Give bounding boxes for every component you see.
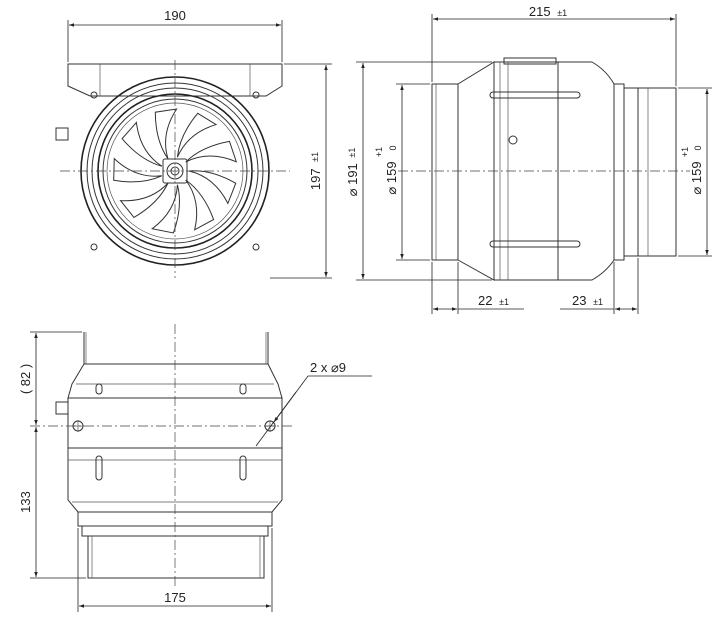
svg-text:23 ±1: 23 ±1 xyxy=(572,293,603,308)
impeller-blade xyxy=(176,112,218,158)
impeller-blade xyxy=(185,140,238,163)
impeller-blade xyxy=(113,157,163,183)
front-view: 190 197 ±1 xyxy=(55,8,332,279)
impeller-blade xyxy=(154,108,178,160)
inlet-dia-label: 159 xyxy=(384,161,399,183)
impeller-blade xyxy=(185,179,215,231)
bottom-spigot xyxy=(87,535,265,579)
housing-dia-tol: ±1 xyxy=(347,148,357,158)
spigot-left-tol: ±1 xyxy=(499,297,509,307)
outlet-dia-prefix: ⌀ xyxy=(689,187,704,195)
cable-gland xyxy=(55,127,69,141)
impeller xyxy=(113,108,238,234)
side-length-label: 215 xyxy=(529,4,551,19)
inlet-tol-lower: 0 xyxy=(388,145,398,150)
svg-text:22 ±1: 22 ±1 xyxy=(478,293,509,308)
bottom-height-label: 133 xyxy=(18,491,33,513)
front-width-label: 190 xyxy=(164,8,186,23)
bracket-offset-label: ( 82 ) xyxy=(18,364,33,394)
side-view: 215 ±1 ⌀ 191 ±1 ⌀ 159 +1 0 ⌀ 159 +1 0 xyxy=(345,4,712,314)
mounting-bracket xyxy=(67,63,283,97)
inlet-tol-upper: +1 xyxy=(374,147,384,157)
svg-text:⌀ 159: ⌀ 159 xyxy=(689,161,704,194)
spigot-right-label: 23 xyxy=(572,293,586,308)
impeller-blade xyxy=(121,121,163,167)
svg-text:197 ±1: 197 ±1 xyxy=(308,152,323,190)
bottom-width-label: 175 xyxy=(164,590,186,605)
spigot-right-tol: ±1 xyxy=(593,297,603,307)
front-height-label: 197 xyxy=(308,168,323,190)
clip-bottom xyxy=(489,240,581,248)
holes-leader xyxy=(273,375,372,423)
impeller-blade xyxy=(119,182,169,219)
spigot-left-label: 22 xyxy=(478,293,492,308)
inlet-dia-prefix: ⌀ xyxy=(384,187,399,195)
outlet-dia-label: 159 xyxy=(689,161,704,183)
outlet-tol-upper: +1 xyxy=(680,147,690,157)
housing-dia-prefix: ⌀ xyxy=(345,188,360,196)
housing-dia-label: 191 xyxy=(345,163,360,185)
impeller-blade xyxy=(188,170,237,205)
holes-label: 2 x ⌀9 xyxy=(310,360,346,375)
svg-text:⌀ 191 ±1: ⌀ 191 ±1 xyxy=(345,148,360,197)
svg-text:215 ±1: 215 ±1 xyxy=(529,4,567,19)
bottom-view: ( 82 ) 133 175 2 x ⌀9 xyxy=(18,324,372,612)
clip-top xyxy=(489,91,581,99)
front-height-tol: ±1 xyxy=(310,152,320,162)
clip-bottom-right xyxy=(239,455,247,481)
clip-bottom-left xyxy=(95,455,103,481)
inlet-spigot xyxy=(431,83,459,261)
cable-gland-bottom xyxy=(55,401,69,415)
svg-text:⌀ 159: ⌀ 159 xyxy=(384,161,399,194)
outlet-tol-lower: 0 xyxy=(693,145,703,150)
side-length-tol: ±1 xyxy=(557,8,567,18)
housing-screws xyxy=(90,91,260,251)
terminal-screw xyxy=(508,135,518,145)
outlet-spigot xyxy=(613,83,625,261)
impeller-blade xyxy=(151,184,180,234)
